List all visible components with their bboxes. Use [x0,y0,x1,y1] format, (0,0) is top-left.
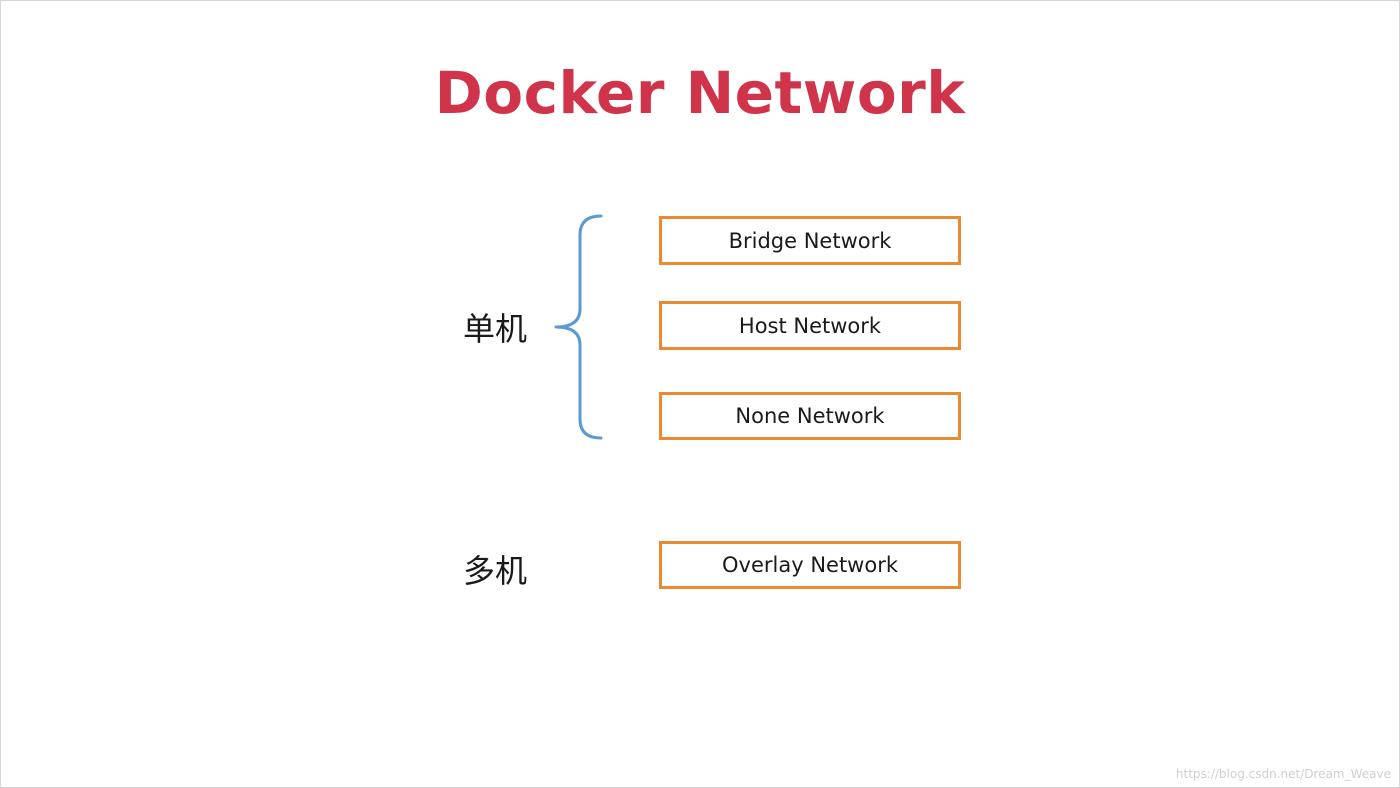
watermark-text: https://blog.csdn.net/Dream_Weave [1175,767,1391,781]
curly-brace-icon [554,214,603,440]
page-title: Docker Network [434,59,966,127]
bridge-network-box: Bridge Network [659,216,961,265]
group-label-multi-host: 多机 [463,552,528,590]
none-network-box: None Network [659,392,961,440]
group-label-single-host: 单机 [463,310,528,348]
host-network-box: Host Network [659,301,961,350]
overlay-network-box: Overlay Network [659,541,961,589]
